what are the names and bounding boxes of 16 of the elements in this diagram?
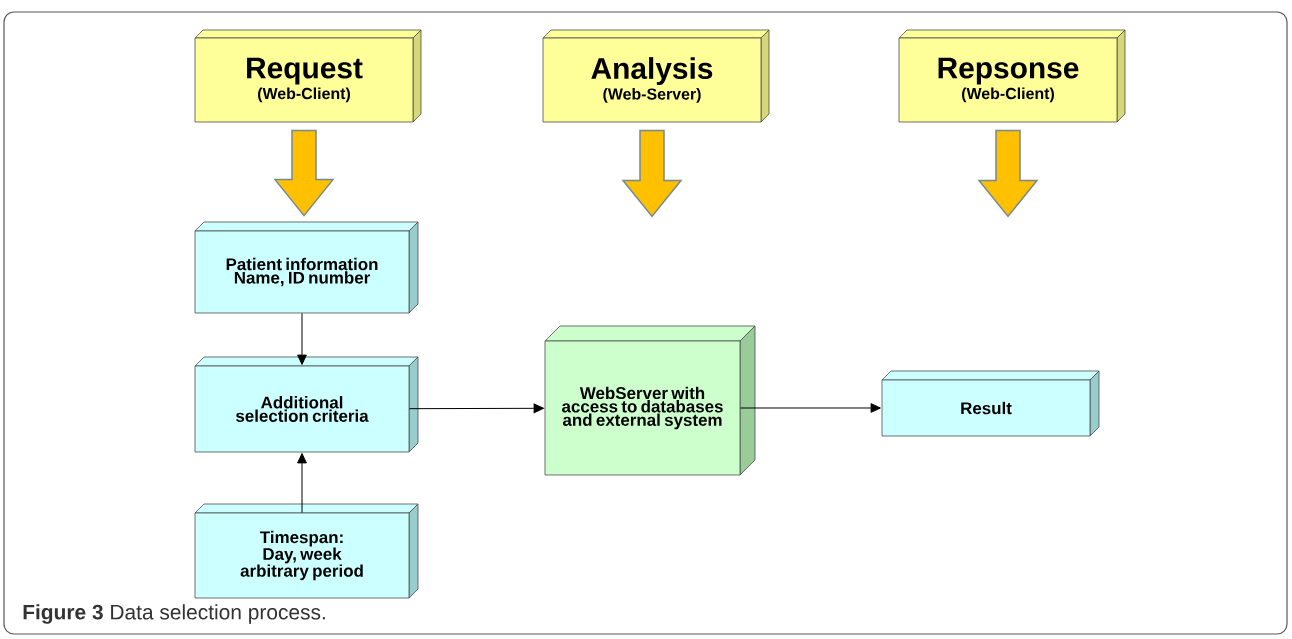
stage-box: Request (Web-Client) bbox=[194, 29, 422, 123]
arrow bbox=[297, 453, 307, 514]
process-box: Patient information Name, ID number bbox=[194, 221, 419, 314]
server-box: WebServer with access to databases and external system bbox=[544, 325, 756, 476]
block-arrow bbox=[273, 129, 335, 217]
arrow bbox=[739, 403, 881, 413]
stage-box: Analysis (Web-Server) bbox=[542, 29, 770, 123]
arrow bbox=[297, 312, 307, 365]
arrow bbox=[408, 403, 544, 414]
process-box: Timespan: Day, week arbitrary period bbox=[194, 503, 419, 599]
block-arrow bbox=[977, 129, 1039, 218]
process-box: Result bbox=[881, 370, 1100, 437]
process-box: Additional selection criteria bbox=[194, 356, 419, 453]
block-arrow bbox=[621, 129, 683, 218]
figure-caption: Figure 3 Data selection process. bbox=[23, 604, 325, 624]
stage-box: Repsonse (Web-Client) bbox=[898, 29, 1126, 123]
